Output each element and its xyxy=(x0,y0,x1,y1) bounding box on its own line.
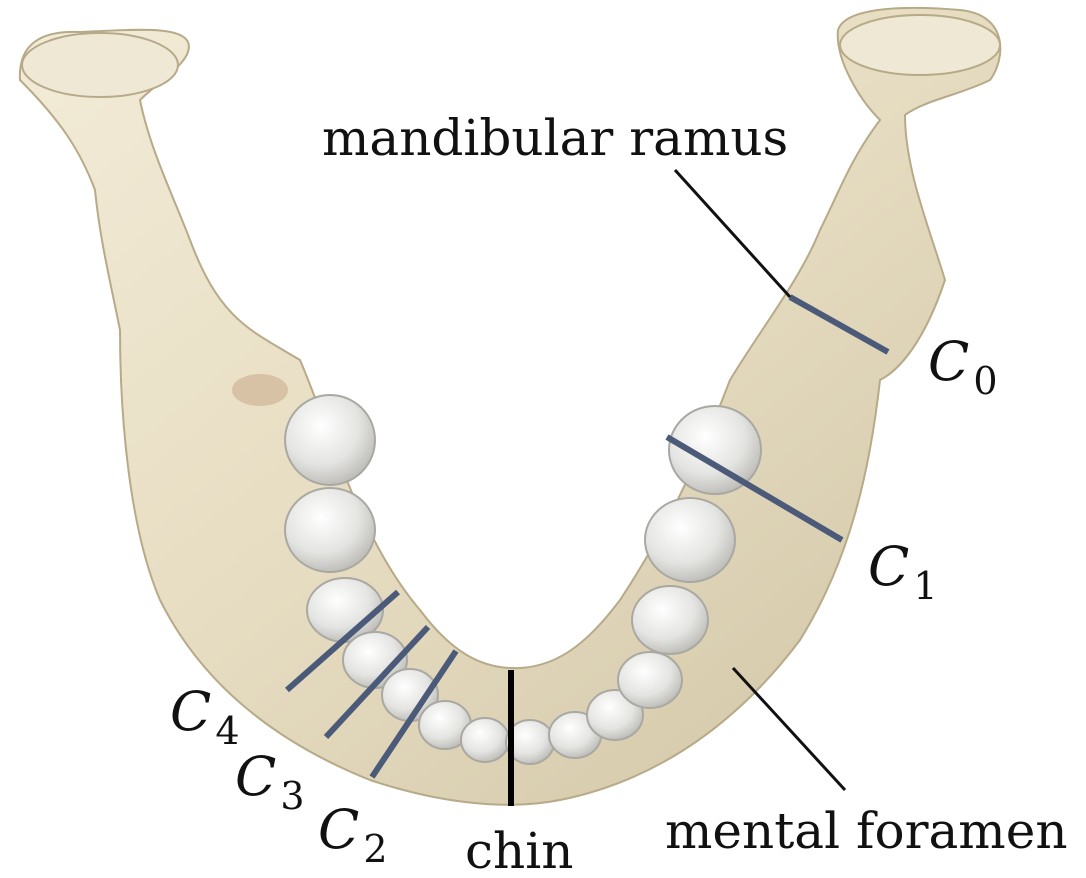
label-c0-sub: 0 xyxy=(973,359,997,403)
label-c3-sub: 3 xyxy=(280,774,304,818)
tooth xyxy=(632,586,708,654)
tooth xyxy=(645,498,735,582)
ramus-leader xyxy=(675,170,790,297)
label-mandibular-ramus: mandibular ramus xyxy=(322,109,788,167)
label-c0-letter: C xyxy=(928,330,969,393)
label-c3-letter: C xyxy=(235,745,276,808)
tooth xyxy=(285,488,375,572)
foramen-leader xyxy=(733,668,845,790)
right-condyle xyxy=(840,15,1000,75)
label-c1-sub: 1 xyxy=(913,564,937,608)
tooth xyxy=(285,395,375,485)
label-chin: chin xyxy=(465,822,573,878)
tooth xyxy=(618,652,682,708)
tooth xyxy=(461,718,509,762)
label-c2-sub: 2 xyxy=(363,827,387,871)
label-c4-letter: C xyxy=(170,680,211,743)
label-c1-letter: C xyxy=(868,535,909,598)
label-mental-foramen: mental foramen xyxy=(665,802,1068,860)
left-condyle xyxy=(22,33,178,97)
bone-texture-spot xyxy=(232,374,288,406)
label-c2-letter: C xyxy=(318,798,359,861)
